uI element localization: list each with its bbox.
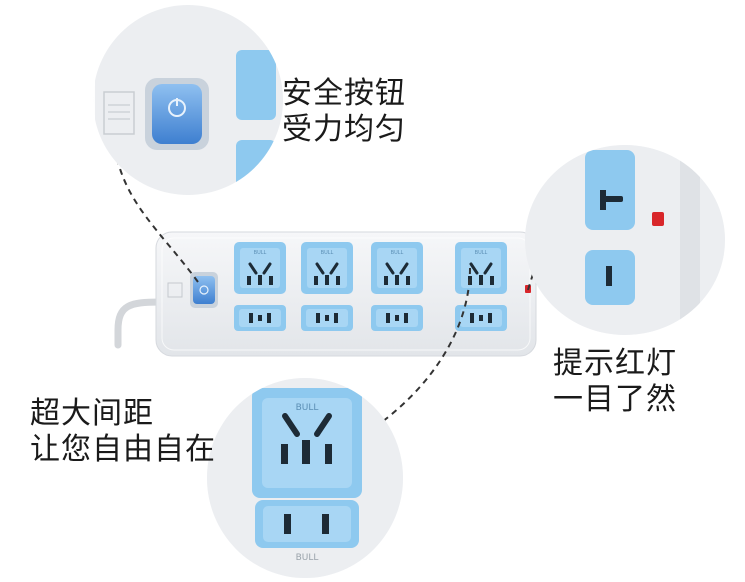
- caption-indicator-line2: 一目了然: [553, 382, 677, 417]
- zoom-safety-button: [93, 5, 283, 195]
- caption-safety-line2: 受力均匀: [282, 112, 406, 147]
- caption-safety-button: 安全按钮 受力均匀: [282, 76, 406, 148]
- caption-spacing-line2: 让您自由自在: [30, 432, 216, 467]
- zoom-indicator-light: [525, 145, 725, 335]
- svg-text:BULL: BULL: [296, 403, 319, 413]
- caption-spacing-line1: 超大间距: [30, 396, 154, 431]
- svg-text:BULL: BULL: [296, 553, 319, 563]
- caption-wide-spacing: 超大间距 让您自由自在: [30, 396, 216, 468]
- caption-safety-line1: 安全按钮: [282, 76, 406, 111]
- caption-indicator-light: 提示红灯 一目了然: [553, 346, 677, 418]
- zoom-outlet-spacing: BULL BULL: [207, 378, 403, 578]
- caption-indicator-line1: 提示红灯: [553, 346, 677, 381]
- power-strip: [155, 231, 537, 357]
